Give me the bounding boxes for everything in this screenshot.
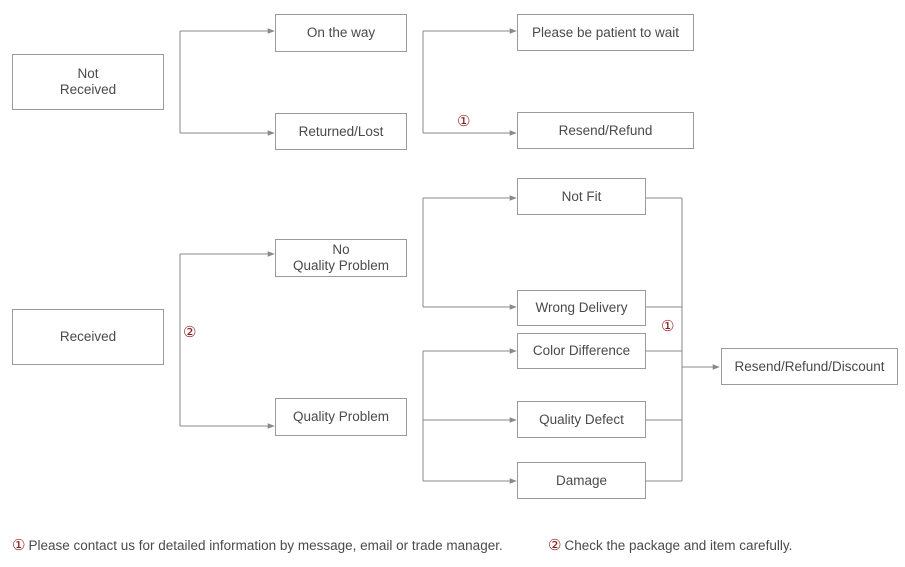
node-damage: Damage xyxy=(517,462,646,499)
node-not-received: Not Received xyxy=(12,54,164,110)
marker-one-right: ① xyxy=(661,318,675,335)
node-resend-refund-discount: Resend/Refund/Discount xyxy=(721,348,898,385)
marker-one-top: ① xyxy=(457,113,471,130)
marker-two: ② xyxy=(183,324,197,341)
footnote-2-text: Check the package and item carefully. xyxy=(564,538,793,553)
footnote-2-marker: ② xyxy=(548,537,562,554)
node-on-the-way: On the way xyxy=(275,14,407,52)
node-color-difference: Color Difference xyxy=(517,333,646,369)
footnote-1-text: Please contact us for detailed informati… xyxy=(28,538,503,553)
node-wrong-delivery: Wrong Delivery xyxy=(517,290,646,326)
node-patient-wait: Please be patient to wait xyxy=(517,14,694,51)
node-returned-lost: Returned/Lost xyxy=(275,113,407,150)
node-quality-problem: Quality Problem xyxy=(275,398,407,436)
node-not-fit: Not Fit xyxy=(517,178,646,215)
footnote-1-marker: ① xyxy=(12,537,26,554)
node-received: Received xyxy=(12,309,164,365)
node-no-quality-problem: No Quality Problem xyxy=(275,239,407,277)
node-quality-defect: Quality Defect xyxy=(517,401,646,438)
node-resend-refund: Resend/Refund xyxy=(517,112,694,149)
